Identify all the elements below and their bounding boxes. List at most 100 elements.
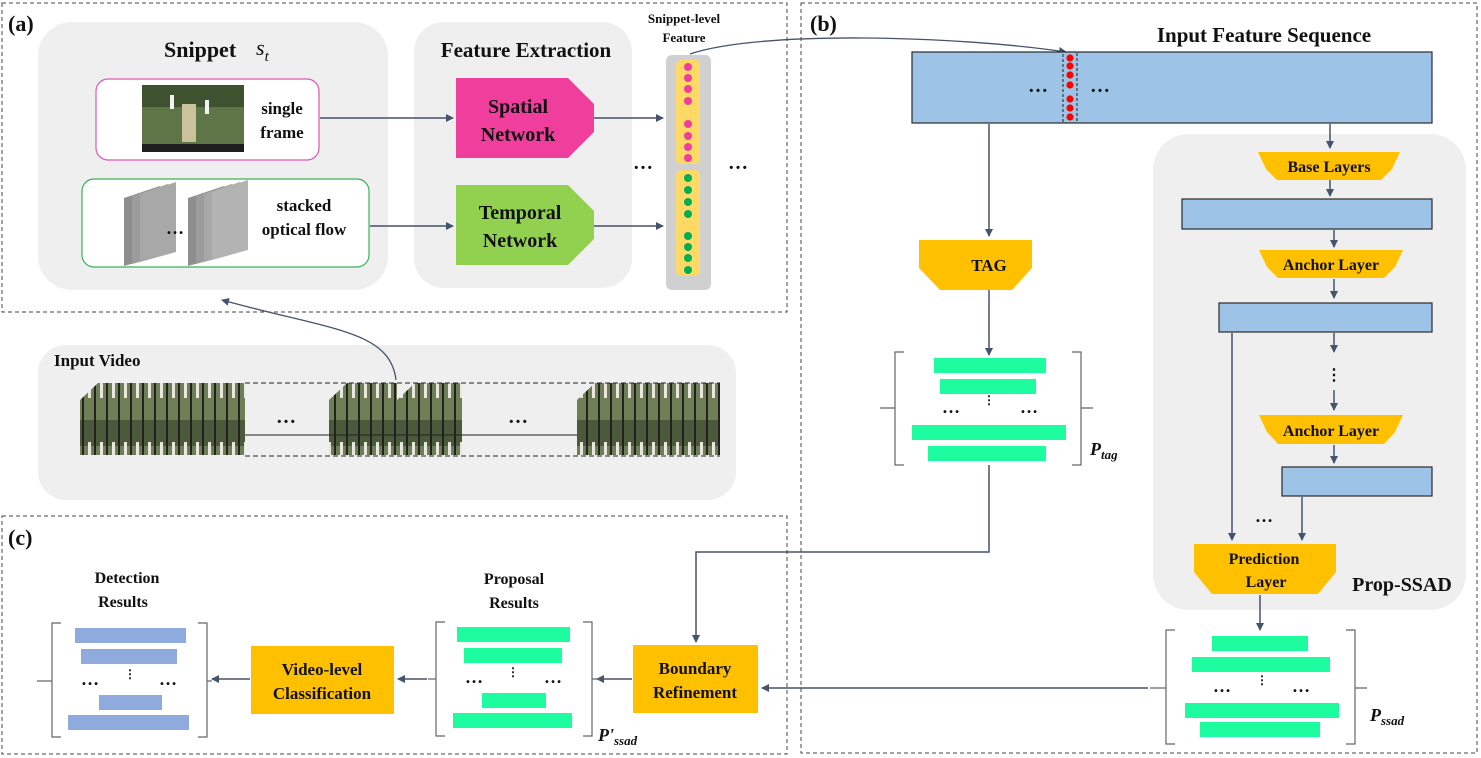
ssad-bracket-left (1150, 629, 1175, 745)
anchor-layer-label-1: Anchor Layer (1283, 257, 1379, 274)
feature-extraction-title: Feature Extraction (441, 38, 612, 62)
spatial-feature-dot (684, 154, 692, 162)
proposal-result-3 (482, 693, 546, 708)
temporal-feature-strip (676, 170, 700, 276)
proposal-results-label-1: Proposal (484, 571, 545, 588)
single-frame-label-2: frame (260, 123, 304, 142)
base-layers-label: Base Layers (1287, 159, 1370, 176)
detection-result-4 (68, 715, 189, 730)
snippet-title: Snippet (164, 37, 237, 62)
proposal-vdots: ⋮ (507, 665, 519, 679)
temporal-feature-dot (684, 243, 692, 251)
p-ssad-label: Pssad (1369, 705, 1405, 728)
anchor-layer-block-1 (1259, 250, 1403, 278)
panel-c-label: (c) (8, 525, 32, 550)
tag-proposal-2 (940, 379, 1036, 394)
sequence-dots (1066, 54, 1074, 121)
spatial-feature-dot (684, 97, 692, 105)
temporal-feature-dot (684, 254, 692, 262)
prop-vdots: ⋮ (1326, 367, 1342, 384)
feature-dots (684, 63, 692, 274)
detection-bracket-right (198, 622, 212, 738)
feature-ellipsis-right: … (728, 152, 748, 174)
snippet-symbol: st (256, 35, 270, 65)
video-classification-label-2: Classification (273, 684, 372, 703)
ssad-vdots: ⋮ (1256, 673, 1268, 687)
spatial-feature-strip (676, 60, 700, 164)
tag-ellipsis-2: … (1020, 397, 1038, 417)
ssad-bracket-right (1346, 629, 1367, 745)
video-classification-block (251, 646, 394, 714)
anchor-feature-map-2 (1281, 466, 1433, 497)
temporal-feature-dot (684, 186, 692, 194)
prediction-layer-label-2: Layer (1246, 574, 1287, 591)
optical-flow-label-2: optical flow (262, 220, 347, 239)
anchor-layer-label-2: Anchor Layer (1283, 423, 1379, 440)
single-frame-label-1: single (261, 99, 303, 118)
sequence-feature-dot (1066, 95, 1074, 103)
input-video-title: Input Video (54, 351, 140, 370)
spatial-network-label-2: Network (481, 124, 556, 146)
base-feature-map (1181, 198, 1433, 230)
spatial-feature-dot (684, 85, 692, 93)
detection-ellipsis-1: … (81, 669, 99, 689)
p-tag-label: Ptag (1089, 439, 1118, 462)
spatial-feature-dot (684, 132, 692, 140)
proposal-ellipsis-1: … (465, 667, 483, 687)
panel-a-label: (a) (8, 11, 34, 36)
panel-a-frame (1, 2, 788, 313)
boundary-refinement-block (633, 645, 758, 713)
ssad-proposal-1 (1212, 636, 1308, 651)
proposal-result-1 (457, 627, 570, 642)
video-frames (80, 382, 720, 457)
sequence-feature-dot (1066, 81, 1074, 89)
proposal-result-4 (453, 713, 572, 728)
proposal-ellipsis-2: … (544, 667, 562, 687)
frame-thumbnail (142, 85, 244, 152)
detection-vdots: ⋮ (124, 667, 136, 681)
tag-proposal-1 (934, 358, 1046, 373)
arrow-video-to-snippet (221, 298, 397, 381)
sequence-ellipsis-right: … (1090, 75, 1110, 97)
tag-ellipsis-1: … (942, 397, 960, 417)
panel-c-frame (1, 515, 788, 755)
prediction-layer-label-1: Prediction (1229, 551, 1300, 568)
arrow-tag-to-boundary (692, 465, 990, 643)
detection-results-label-2: Results (98, 594, 148, 611)
ssad-ellipsis-2: … (1292, 676, 1310, 696)
ssad-ellipsis-1: … (1213, 676, 1231, 696)
sequence-feature-dot (1066, 62, 1074, 70)
proposal-bracket-left (428, 621, 445, 737)
spatial-network-block (456, 78, 594, 158)
anchor-feature-map-1 (1218, 302, 1433, 333)
ssad-proposal-3 (1185, 703, 1339, 718)
sequence-feature-dot (1066, 71, 1074, 79)
anchor-layer-block-2 (1259, 415, 1403, 444)
tag-label: TAG (971, 256, 1007, 275)
panel-b-frame (800, 2, 1478, 754)
tag-bracket-right (1072, 351, 1093, 466)
temporal-network-block (456, 185, 594, 265)
ssad-proposal-2 (1192, 657, 1330, 672)
boundary-refinement-label-1: Boundary (659, 659, 732, 678)
base-layers-block (1258, 152, 1400, 180)
detection-result-3 (99, 695, 162, 710)
panel-b-label: (b) (810, 11, 837, 36)
snippet-feature-label-1: Snippet-level (648, 11, 721, 26)
detection-ellipsis-2: … (159, 669, 177, 689)
tag-proposal-4 (928, 446, 1046, 461)
video-ellipsis-1: … (276, 406, 296, 428)
p-prime-ssad-label: P'ssad (597, 725, 638, 748)
detection-bracket-left (37, 622, 61, 738)
spatial-feature-dot (684, 120, 692, 128)
optical-flow-stack (124, 180, 248, 266)
spatial-feature-dot (684, 74, 692, 82)
temporal-feature-dot (684, 266, 692, 274)
ssad-proposal-4 (1200, 722, 1320, 737)
boundary-refinement-label-2: Refinement (653, 683, 737, 702)
proposal-bracket-right (583, 621, 600, 737)
temporal-feature-dot (684, 232, 692, 240)
selected-snippet-slot (1062, 51, 1078, 124)
sequence-ellipsis-left: … (1028, 75, 1048, 97)
